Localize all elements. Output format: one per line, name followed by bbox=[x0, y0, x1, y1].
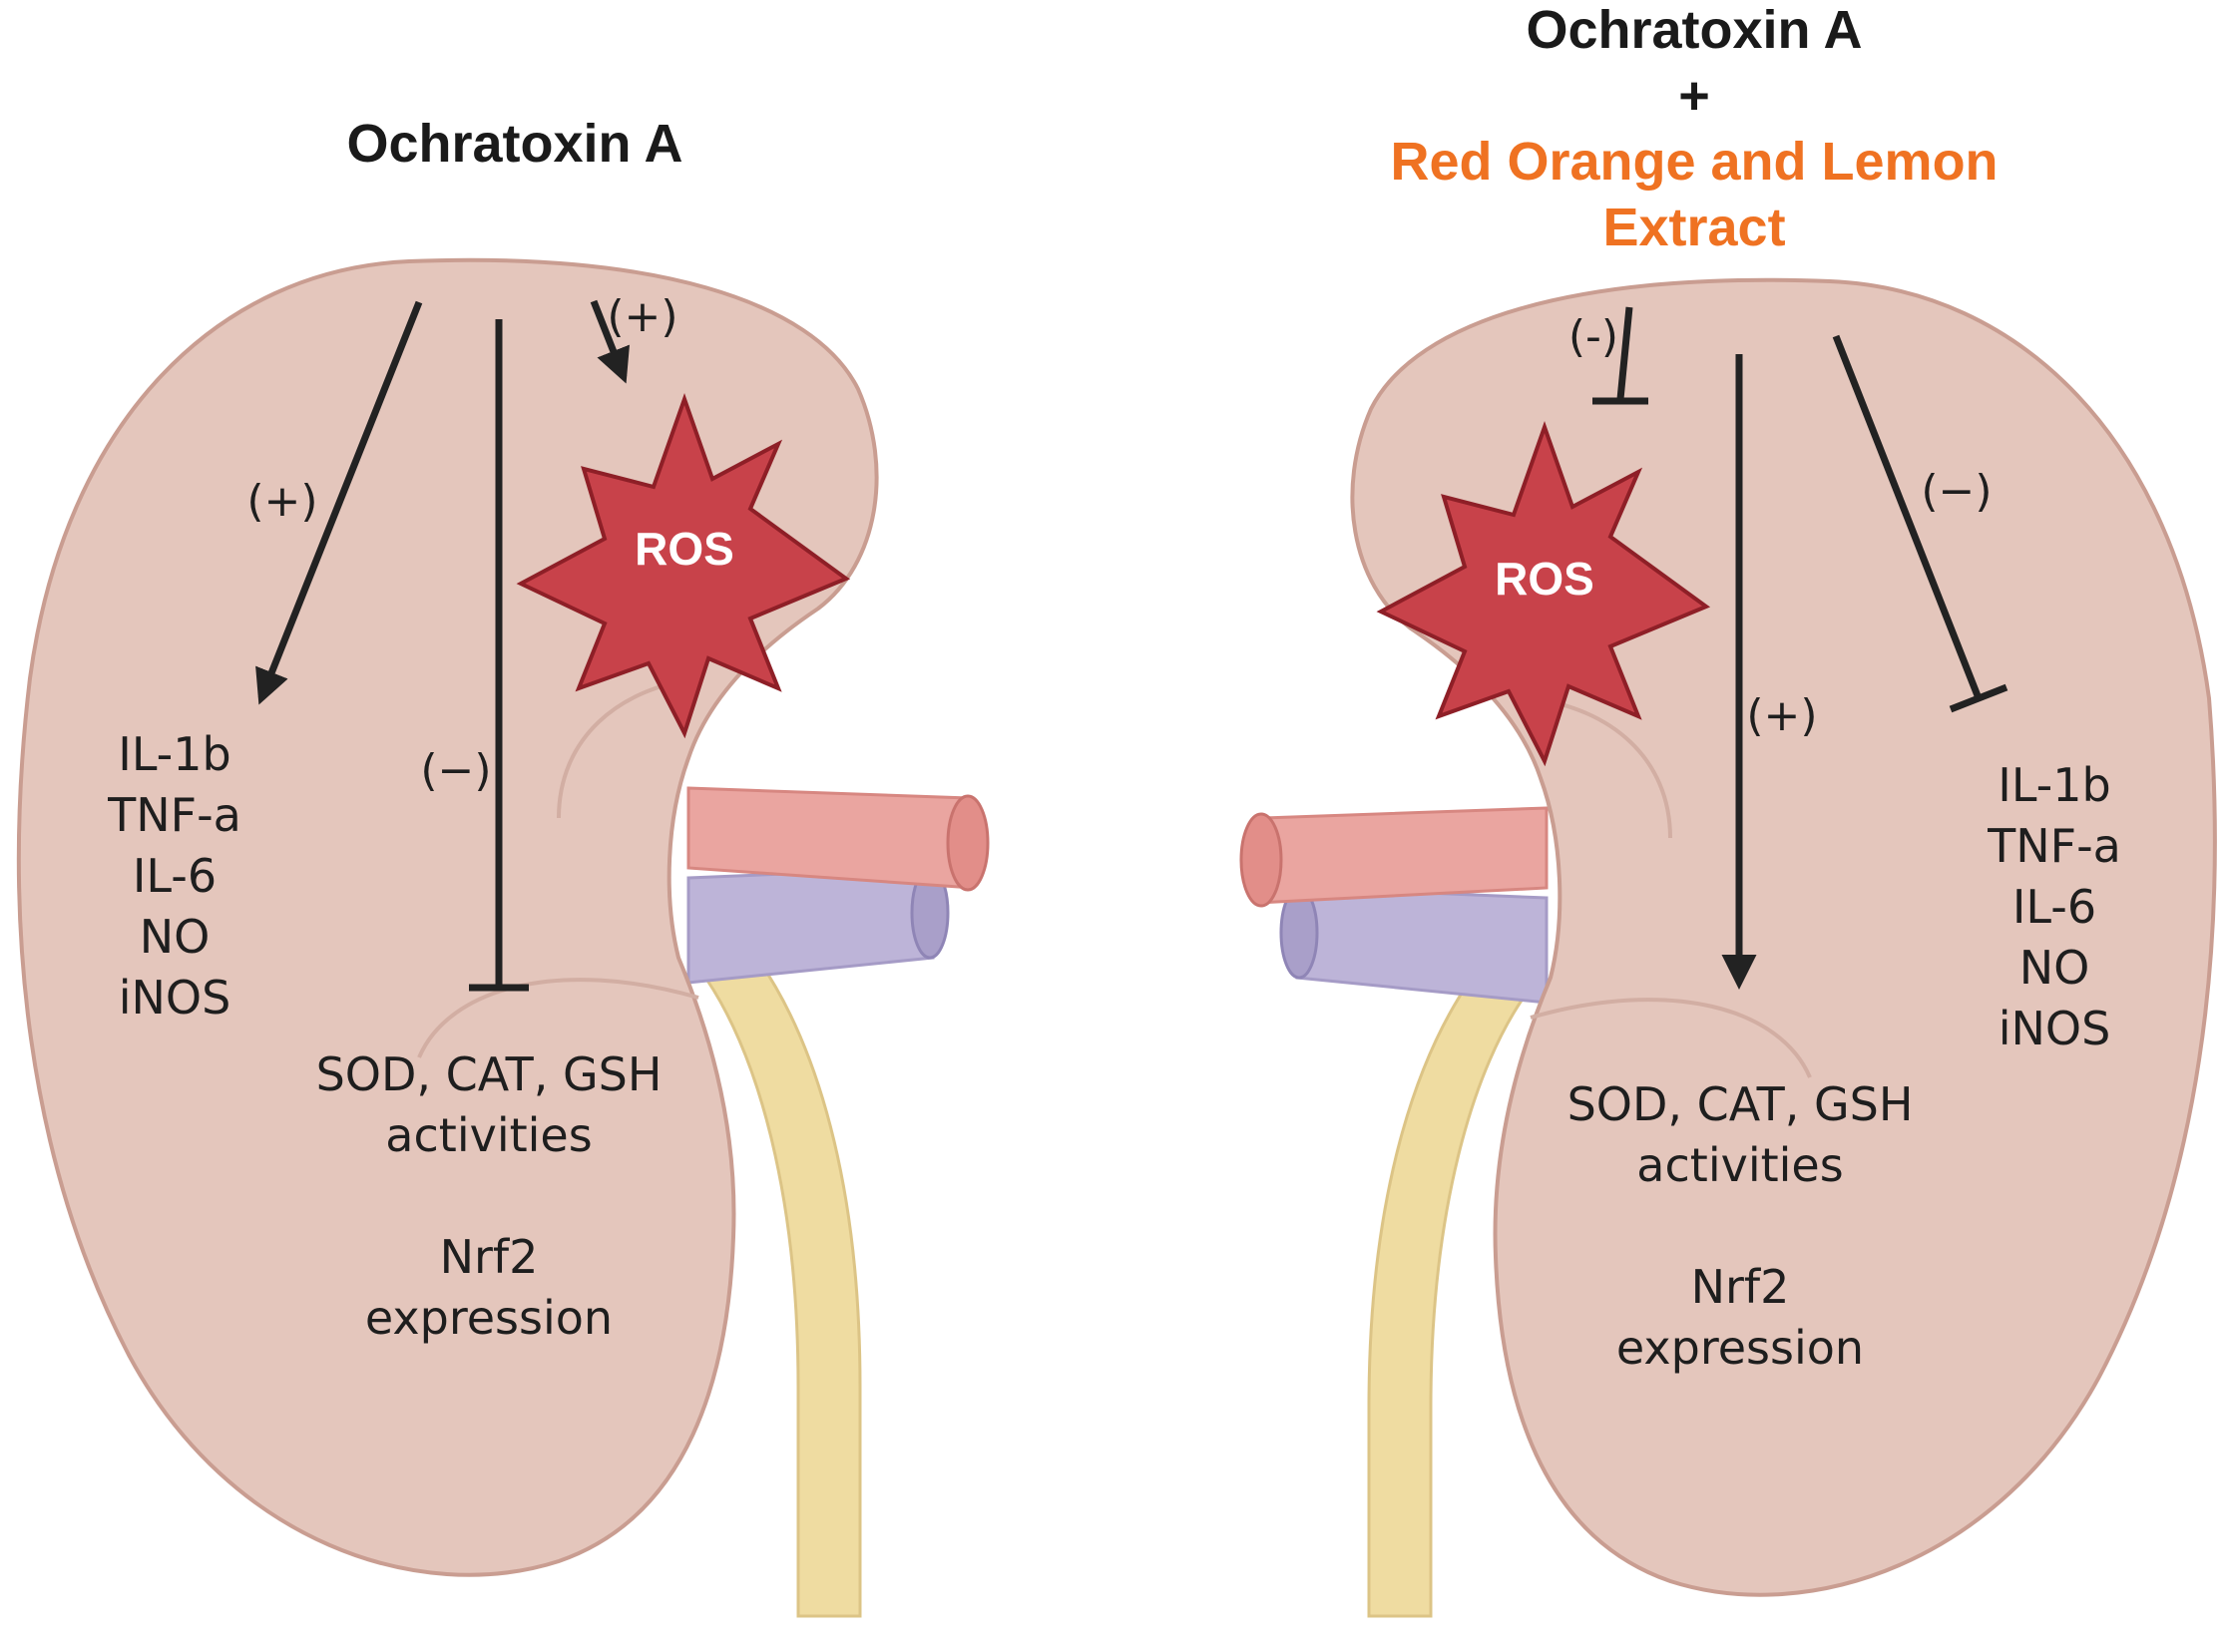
left-sign-antioxidants: (−) bbox=[420, 745, 491, 796]
left-artery-opening bbox=[946, 794, 990, 892]
right-inhibit-cytokines bbox=[1832, 334, 1983, 700]
right-kidney-group: ROS (-) (+) (−) IL-1b TNF-a IL-6 NO iNOS… bbox=[1239, 277, 2217, 1618]
right-cytokine-list: IL-1b TNF-a IL-6 NO iNOS bbox=[1987, 758, 2121, 1055]
right-antioxidants-line2: activities bbox=[1636, 1138, 1843, 1192]
list-item: TNF-a bbox=[107, 788, 241, 842]
list-item: NO bbox=[140, 910, 211, 964]
right-title-line3: Extract bbox=[1602, 198, 1785, 257]
left-sign-ros: (+) bbox=[607, 291, 677, 342]
left-arrow-ros bbox=[590, 299, 630, 384]
right-inhibit-ros bbox=[1616, 306, 1633, 400]
left-artery bbox=[686, 786, 975, 890]
list-item: IL-6 bbox=[133, 849, 217, 903]
list-item: TNF-a bbox=[1987, 819, 2121, 873]
right-antioxidants-line1: SOD, CAT, GSH bbox=[1567, 1077, 1914, 1131]
list-item: IL-1b bbox=[1998, 758, 2110, 812]
right-nrf2-line1: Nrf2 bbox=[1691, 1260, 1790, 1314]
left-cytokine-list: IL-1b TNF-a IL-6 NO iNOS bbox=[107, 727, 241, 1025]
left-nrf2-line1: Nrf2 bbox=[440, 1230, 539, 1284]
right-title-plus: + bbox=[1678, 66, 1710, 126]
right-ureter bbox=[1367, 945, 1533, 1618]
right-sign-antioxidants: (+) bbox=[1746, 690, 1817, 741]
list-item: iNOS bbox=[119, 971, 231, 1025]
right-title-line2: Red Orange and Lemon bbox=[1390, 132, 1998, 192]
left-antioxidants-line2: activities bbox=[385, 1108, 592, 1162]
left-vein bbox=[686, 866, 935, 985]
left-ros-label: ROS bbox=[635, 523, 734, 575]
right-inhibit-cytokines-bar bbox=[1949, 683, 2008, 713]
right-artery-opening bbox=[1239, 812, 1283, 908]
right-ros-burst bbox=[1376, 420, 1711, 767]
list-item: IL-1b bbox=[118, 727, 230, 781]
right-lobe-line-2 bbox=[1530, 998, 1812, 1078]
right-title-line1: Ochratoxin A bbox=[1526, 0, 1862, 60]
list-item: IL-6 bbox=[2012, 880, 2096, 934]
left-ros-burst bbox=[516, 392, 851, 739]
right-vein bbox=[1295, 886, 1549, 1005]
right-nrf2-line2: expression bbox=[1616, 1321, 1864, 1375]
left-kidney-group: ROS (+) (−) (+) IL-1b TNF-a IL-6 NO iNOS… bbox=[16, 257, 990, 1618]
left-antioxidants-line1: SOD, CAT, GSH bbox=[316, 1047, 663, 1101]
right-artery bbox=[1255, 806, 1549, 905]
right-title: Ochratoxin A + Red Orange and Lemon Extr… bbox=[1390, 0, 1998, 257]
list-item: NO bbox=[2019, 941, 2090, 995]
right-ros-label: ROS bbox=[1495, 553, 1594, 605]
left-ureter bbox=[696, 925, 862, 1618]
left-arrow-cytokines bbox=[255, 300, 423, 705]
right-sign-ros: (-) bbox=[1568, 311, 1618, 362]
left-title: Ochratoxin A bbox=[346, 114, 682, 174]
left-sign-cytokines: (+) bbox=[246, 476, 317, 527]
right-sign-cytokines: (−) bbox=[1921, 466, 1992, 517]
list-item: iNOS bbox=[1999, 1002, 2111, 1055]
left-nrf2-line2: expression bbox=[365, 1291, 613, 1345]
